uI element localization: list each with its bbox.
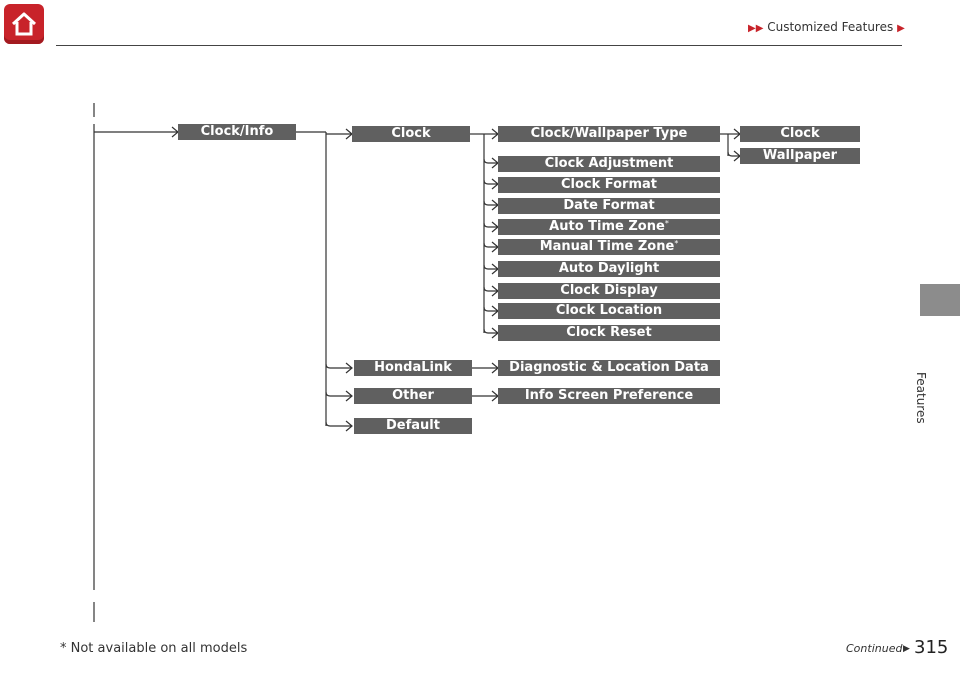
node-type-clock: Clock (740, 126, 860, 142)
home-icon (11, 12, 37, 36)
breadcrumb-arrow-icon: ▶▶ (748, 23, 764, 34)
node-clock-format: Clock Format (498, 177, 720, 193)
home-button[interactable] (4, 4, 44, 44)
node-date-format: Date Format (498, 198, 720, 214)
node-clock-adjustment: Clock Adjustment (498, 156, 720, 172)
continued-arrow-icon: ▶ (903, 644, 910, 654)
node-clock-wallpaper-type: Clock/Wallpaper Type (498, 126, 720, 142)
node-diagnostic-location-data: Diagnostic & Location Data (498, 360, 720, 376)
footnote: * Not available on all models (60, 641, 248, 656)
asterisk-mark: * (674, 239, 679, 248)
header-divider (56, 45, 902, 46)
breadcrumb-label[interactable]: Customized Features (767, 20, 894, 34)
breadcrumb-next-icon: ▶ (897, 23, 905, 34)
node-manual-time-zone-label: Manual Time Zone (539, 239, 675, 254)
node-hondalink: HondaLink (354, 360, 472, 376)
breadcrumb: ▶▶ Customized Features ▶ (748, 20, 905, 34)
node-auto-time-zone-label: Auto Time Zone (549, 219, 665, 234)
node-clock-info: Clock/Info (178, 124, 296, 140)
node-clock-reset: Clock Reset (498, 325, 720, 341)
node-default: Default (354, 418, 472, 434)
node-other: Other (354, 388, 472, 404)
page-number: 315 (914, 637, 949, 658)
node-auto-daylight: Auto Daylight (498, 261, 720, 277)
node-clock-location: Clock Location (498, 303, 720, 319)
node-info-screen-preference: Info Screen Preference (498, 388, 720, 404)
section-tab[interactable] (920, 284, 960, 316)
node-manual-time-zone: Manual Time Zone* (498, 239, 720, 255)
node-clock: Clock (352, 126, 470, 142)
asterisk-mark: * (664, 219, 669, 228)
node-clock-display: Clock Display (498, 283, 720, 299)
node-auto-time-zone: Auto Time Zone* (498, 219, 720, 235)
node-type-wallpaper: Wallpaper (740, 148, 860, 164)
continued-label[interactable]: Continued (846, 642, 903, 655)
